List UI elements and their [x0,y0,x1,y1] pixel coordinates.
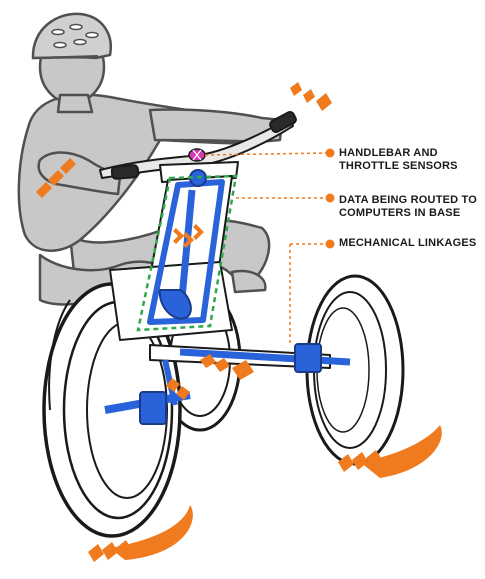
arrow-axle-motion [200,354,254,380]
rider-far-arm [148,108,284,144]
leader-handlebar [204,152,327,156]
callout-dot-mechanical [325,239,335,249]
callout-data-routing: DATA BEING ROUTED TO COMPUTERS IN BASE [339,194,477,220]
arrow-ground-left [88,505,193,562]
callout-handlebar-line2: THROTTLE SENSORS [339,160,458,172]
callout-data-line1: DATA BEING ROUTED TO [339,194,478,206]
helmet [31,12,112,60]
callout-leaders [204,152,327,345]
callout-mech-line1: MECHANICAL LINKAGES [339,237,477,249]
arrow-column-motion [173,224,204,248]
arrow-base-motion [166,378,190,400]
callout-handlebar-throttle: HANDLEBAR AND THROTTLE SENSORS [339,147,458,173]
data-route [136,174,238,332]
rider-far-shoe [230,269,267,294]
callout-mechanical-linkages: MECHANICAL LINKAGES [339,237,476,250]
blue-linkage [147,179,225,325]
arrow-head-motion [290,82,332,111]
callout-data-line2: COMPUTERS IN BASE [339,207,461,219]
throttle-sensor [188,148,206,162]
right-grip [269,111,297,133]
left-grip [110,164,140,180]
callout-handlebar-line1: HANDLEBAR AND [339,147,438,159]
callout-dots [325,148,335,249]
callout-dot-handlebar [325,148,335,158]
motion-arrows [36,82,442,562]
callout-dot-data [325,193,335,203]
leader-mechanical [289,243,326,345]
arrow-arm-motion [36,158,76,198]
arrow-ground-right [338,425,442,478]
